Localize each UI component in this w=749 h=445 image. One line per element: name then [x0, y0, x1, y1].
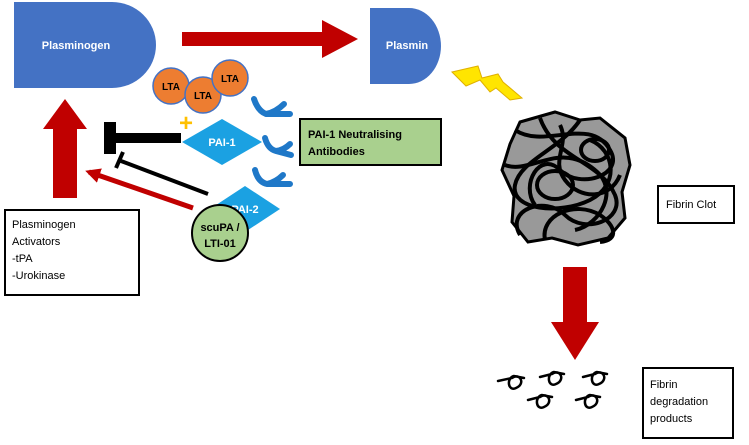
plasmin-shape [370, 8, 441, 84]
activators-line: Activators [12, 236, 61, 248]
antibody-icon [252, 167, 293, 187]
pai2-inhibition [114, 151, 209, 196]
degradation-line: Fibrin [650, 379, 678, 391]
antibody-icon [251, 96, 293, 117]
degradation-line: products [650, 413, 693, 425]
activation-arrow [43, 99, 87, 198]
activators-line: -Urokinase [12, 270, 65, 282]
activators-line: Plasminogen [12, 219, 76, 231]
pai1-inhibition [104, 122, 181, 154]
fibrin-clot-box [657, 185, 735, 224]
lightning-icon [451, 65, 524, 101]
lta-cluster: LTA LTA LTA [152, 59, 249, 114]
scupa-circle [191, 204, 249, 262]
activators-line: -tPA [12, 253, 33, 265]
conversion-arrow [182, 20, 358, 58]
plus-sign: + [179, 110, 193, 137]
plasminogen-shape [14, 2, 156, 88]
plasmin-label: Plasmin [386, 40, 428, 52]
antibodies-label-line2: Antibodies [308, 146, 365, 158]
lta-label: LTA [162, 82, 180, 93]
degradation-box [642, 367, 734, 439]
antibodies-box [299, 118, 442, 166]
lta-label: LTA [221, 74, 239, 85]
degradation-arrow [551, 267, 599, 360]
pai1-shape [182, 119, 262, 165]
plasminogen-label: Plasminogen [42, 40, 111, 52]
lta-circle [211, 59, 249, 97]
scupa-label-line1: scuPA / [200, 222, 239, 234]
activators-box [4, 209, 140, 296]
scupa-label-line2: LTI-01 [204, 238, 236, 250]
degradation-products-icon [496, 370, 609, 409]
scupa-arrow [85, 168, 194, 211]
degradation-line: degradation [650, 396, 708, 408]
antibodies-label-line1: PAI-1 Neutralising [308, 129, 402, 141]
fibrin-clot-icon [500, 110, 632, 247]
fibrin-clot-label: Fibrin Clot [666, 199, 716, 211]
pai1-label: PAI-1 [208, 137, 235, 149]
lta-circle [184, 76, 222, 114]
lta-label: LTA [194, 91, 212, 102]
antibody-icon [262, 135, 294, 158]
